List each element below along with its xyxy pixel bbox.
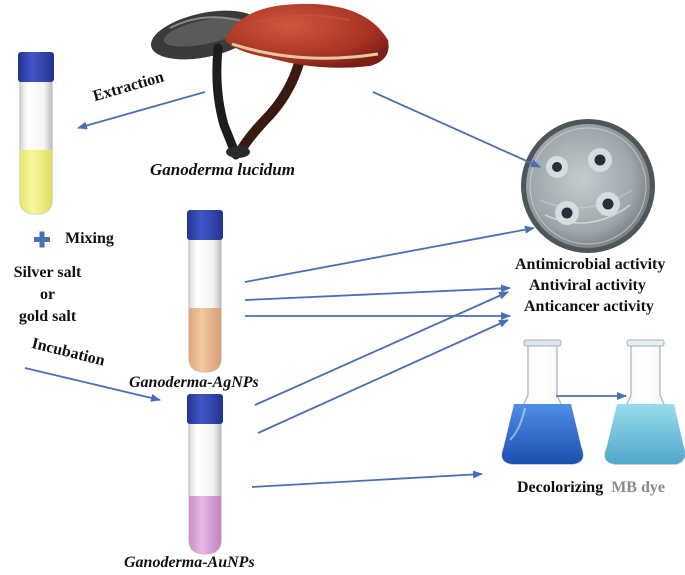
decolorizing-label: Decolorizing — [517, 479, 604, 496]
aunps-tube-cap — [187, 394, 223, 424]
anticancer-activity-label: Anticancer activity — [524, 298, 654, 315]
agnps-to-antiviral-arrow-icon — [244, 284, 511, 301]
extraction-arrow-icon — [77, 91, 206, 130]
gold-salt-label: gold salt — [18, 308, 77, 325]
plus-icon — [34, 231, 50, 248]
aunps-liquid — [189, 496, 221, 554]
extract-liquid — [20, 150, 52, 214]
agnps-test-tube — [187, 210, 223, 373]
aunps-to-dye-arrow-icon — [251, 470, 483, 488]
silver-salt-label: Silver salt — [13, 264, 82, 281]
agnps-tube-cap — [187, 210, 223, 240]
ganoderma-mushroom-image — [151, 3, 389, 160]
agnps-to-dish-arrow-icon — [244, 225, 535, 283]
agnps-liquid — [189, 308, 221, 372]
aunps-to-anticancer-arrow-icon — [257, 319, 509, 434]
decolorizing-label-group: Decolorizing MB dye — [517, 479, 665, 497]
light-solution-flask — [604, 339, 685, 465]
antimicrobial-activity-label: Antimicrobial activity — [515, 256, 666, 273]
agnps-label: Ganoderma-AgNPs — [129, 374, 259, 391]
aunps-label: Ganoderma-AuNPs — [124, 554, 255, 571]
mb-dye-label: MB dye — [611, 479, 665, 496]
aunps-to-antiviral-arrow-icon — [254, 291, 509, 406]
mushroom-to-dish-arrow-icon — [372, 91, 541, 168]
aunps-test-tube — [187, 394, 223, 555]
extract-test-tube — [18, 52, 54, 215]
incubation-arrow-icon — [24, 367, 161, 402]
petri-dish-image — [521, 119, 655, 253]
extract-tube-cap — [18, 52, 54, 82]
blue-solution-flask — [501, 339, 584, 465]
mixing-label: Mixing — [65, 230, 114, 247]
ganoderma-lucidum-label: Ganoderma lucidum — [150, 160, 295, 179]
or-label: or — [39, 286, 56, 303]
salt-label-group: Silver salt or gold salt — [0, 262, 95, 328]
antiviral-activity-label: Antiviral activity — [529, 277, 646, 294]
